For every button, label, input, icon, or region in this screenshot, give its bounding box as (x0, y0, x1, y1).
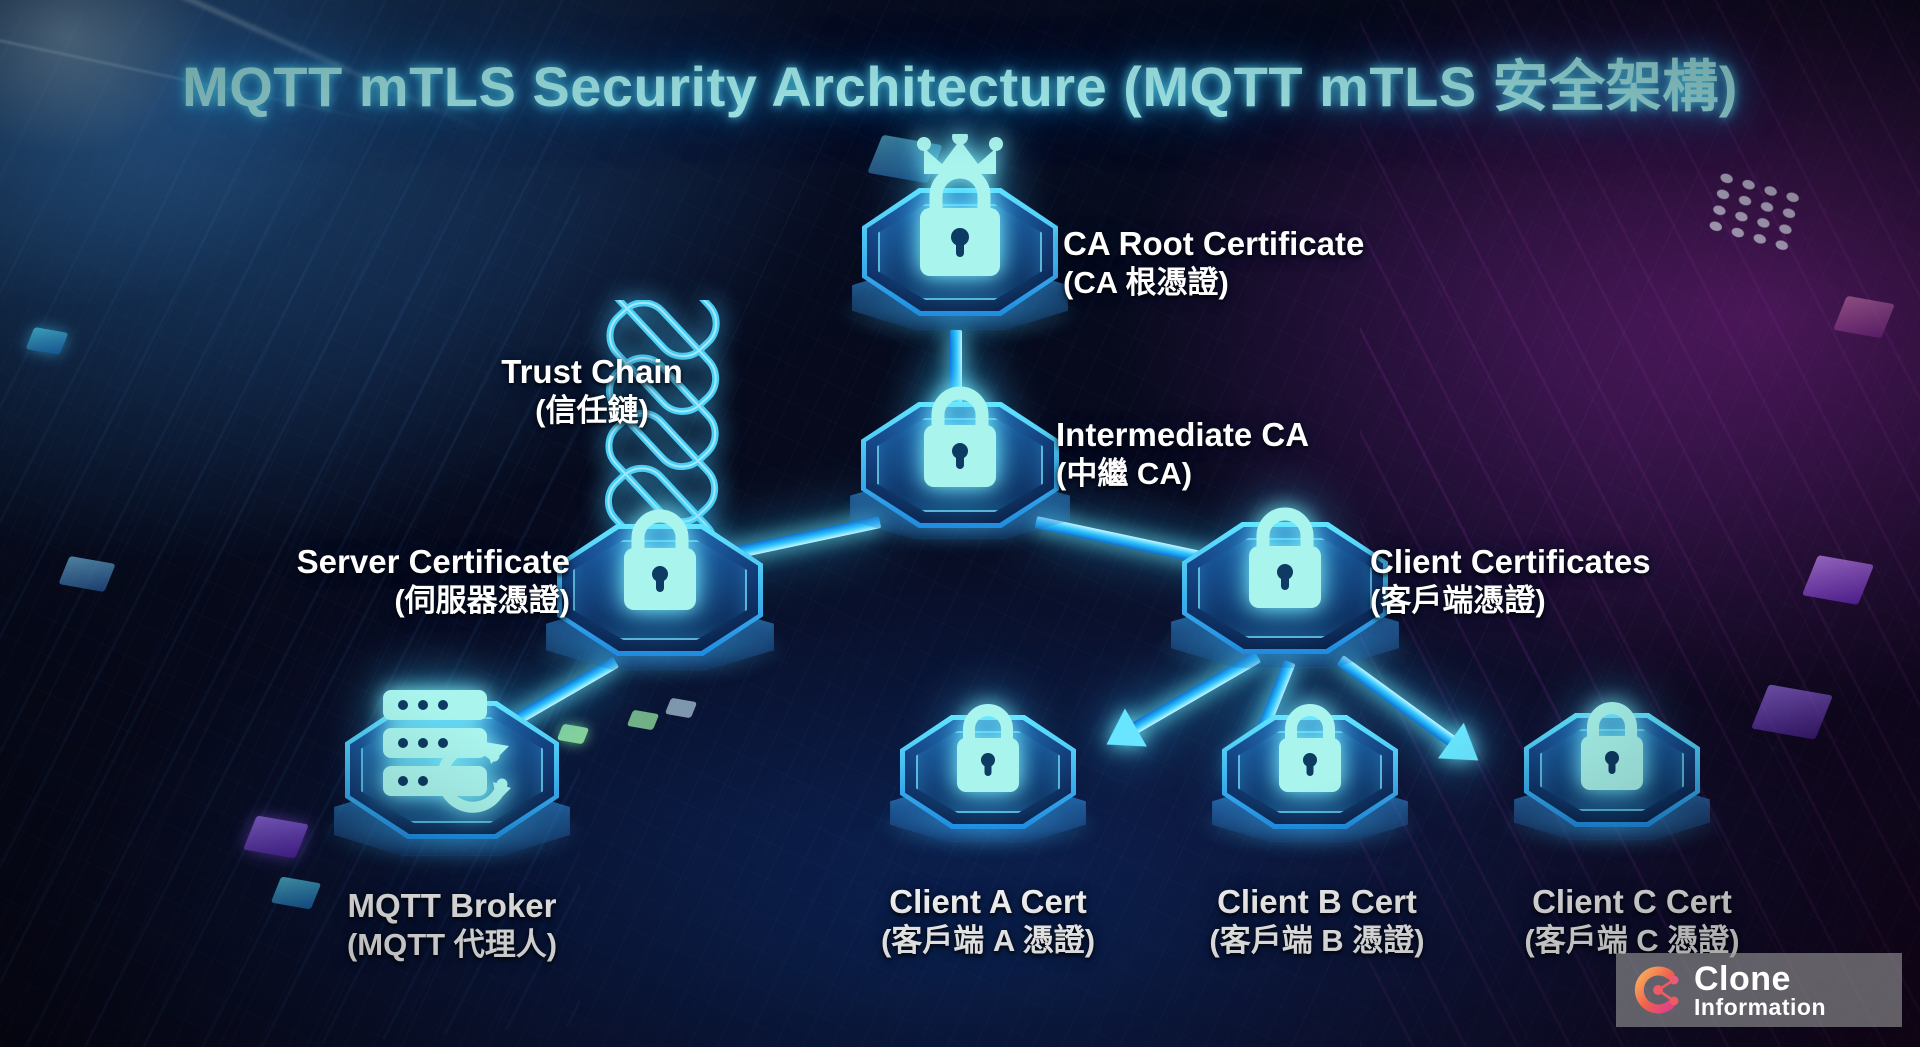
label-trust-chain-en: Trust Chain (501, 353, 683, 390)
server-rack-sync-icon (377, 684, 527, 829)
label-client-a-cert-zh: (客戶端 A 憑證) (880, 923, 1096, 959)
label-mqtt-broker-zh: (MQTT 代理人) (346, 927, 558, 963)
padlock-icon (904, 377, 1016, 500)
label-trust-chain: Trust Chain (信任鏈) (501, 352, 683, 430)
label-client-b-cert-zh: (客戶端 B 憑證) (1209, 923, 1425, 959)
label-client-c-cert-en: Client C Cert (1532, 883, 1732, 920)
padlock-icon (1260, 694, 1360, 805)
padlock-icon (1227, 496, 1343, 623)
padlock-icon (938, 694, 1038, 805)
label-ca-root-zh: (CA 根憑證) (1063, 265, 1229, 301)
label-trust-chain-zh: (信任鏈) (535, 393, 649, 429)
label-client-b-cert: Client B Cert (客戶端 B 憑證) (1209, 882, 1424, 960)
label-mqtt-broker-en: MQTT Broker (347, 887, 557, 924)
clone-information-logo-icon (1630, 963, 1684, 1017)
label-client-certificates-zh: (客戶端憑證) (1370, 583, 1546, 619)
padlock-icon (602, 498, 718, 625)
label-intermediate-ca-zh: (中繼 CA) (1056, 456, 1193, 492)
padlock-icon (1562, 692, 1662, 803)
page-title: MQTT mTLS Security Architecture (MQTT mT… (182, 55, 1738, 118)
label-ca-root: CA Root Certificate (CA 根憑證) (1063, 224, 1364, 302)
label-server-certificate-en: Server Certificate (296, 543, 570, 580)
label-client-certificates-en: Client Certificates (1370, 543, 1651, 580)
label-intermediate-ca-en: Intermediate CA (1056, 416, 1310, 453)
label-ca-root-en: CA Root Certificate (1063, 225, 1365, 262)
watermark-text: Clone Information (1694, 962, 1826, 1019)
label-client-a-cert: Client A Cert (客戶端 A 憑證) (881, 882, 1095, 960)
crowned-padlock-icon (894, 129, 1026, 289)
label-client-b-cert-en: Client B Cert (1217, 883, 1417, 920)
label-mqtt-broker: MQTT Broker (MQTT 代理人) (347, 886, 557, 964)
watermark-line2: Information (1694, 993, 1826, 1020)
watermark: Clone Information (1616, 953, 1902, 1027)
label-client-a-cert-en: Client A Cert (889, 883, 1087, 920)
watermark-line1: Clone (1694, 959, 1791, 998)
label-client-certificates: Client Certificates (客戶端憑證) (1370, 542, 1651, 620)
label-server-certificate-zh: (伺服器憑證) (394, 583, 570, 619)
label-server-certificate: Server Certificate (伺服器憑證) (297, 542, 570, 620)
label-client-c-cert: Client C Cert (客戶端 C 憑證) (1524, 882, 1739, 960)
label-intermediate-ca: Intermediate CA (中繼 CA) (1056, 415, 1309, 493)
